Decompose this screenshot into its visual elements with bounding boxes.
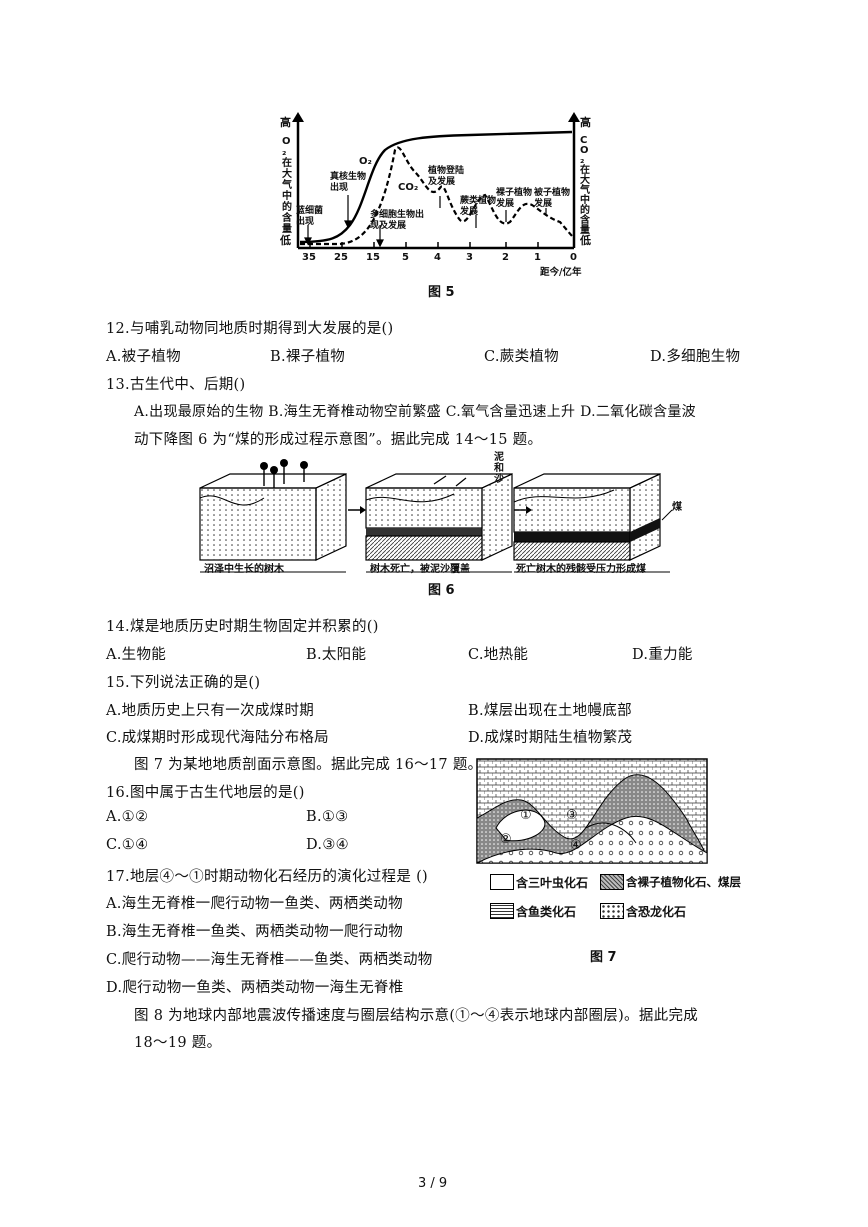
right-axis-label: CO₂在大气中的含量 xyxy=(580,135,590,236)
x-tick: 5 xyxy=(402,252,409,263)
q16-stem: 16.图中属于古生代地层的是() xyxy=(106,785,305,801)
figure-7-caption: 图 7 xyxy=(590,950,617,965)
q17-option-b: B.海生无脊椎一鱼类、两栖类动物一爬行动物 xyxy=(106,924,404,940)
legend-label-gymnosperm: 含裸子植物化石、煤层 xyxy=(626,875,741,889)
fig6-label-3: 死亡树木的残骸受压力形成煤 xyxy=(516,564,646,575)
q13-stem: 13.古生代中、后期() xyxy=(106,377,246,393)
right-axis-bottom: 低 xyxy=(580,234,591,247)
q17-option-a: A.海生无脊椎一爬行动物一鱼类、两栖类动物 xyxy=(106,896,403,912)
event-label: 多细胞生物出现及发展 xyxy=(370,210,425,231)
q13-line1: A.出现最原始的生物 B.海生无脊椎动物空前繁盛 C.氧气含量迅速上升 D.二氧… xyxy=(134,404,696,420)
figure-6-caption: 图 6 xyxy=(428,583,455,598)
fig7-marker-3: ③ xyxy=(566,808,578,823)
event-label: 裸子植物发展 xyxy=(496,188,533,209)
arrow-1 xyxy=(348,506,366,514)
fig7-intro: 图 7 为某地地质剖面示意图。据此完成 16～17 题。 xyxy=(134,757,483,773)
block-1 xyxy=(199,459,347,561)
fig6-side-top: 泥和沙 xyxy=(494,452,504,485)
q16-option-b: B.①③ xyxy=(306,809,349,825)
x-unit: 距今/亿年 xyxy=(540,267,582,278)
block-2 xyxy=(365,473,513,561)
right-axis-top: 高 xyxy=(580,116,591,129)
legend-swatch-gymnosperm xyxy=(600,874,624,890)
q16-option-a: A.①② xyxy=(106,809,149,825)
x-tick: 3 xyxy=(466,252,473,263)
legend-swatch-fish xyxy=(490,903,514,919)
left-axis-label: O₂在大气中的含量 xyxy=(282,136,292,235)
q12-option-a: A.被子植物 xyxy=(106,349,181,365)
q12-option-b: B.裸子植物 xyxy=(270,349,346,365)
x-tick: 25 xyxy=(334,252,348,263)
q15-stem: 15.下列说法正确的是() xyxy=(106,675,261,691)
fig6-side-right: 煤 xyxy=(672,502,682,513)
figure-7-diagram xyxy=(476,758,708,864)
co2-curve xyxy=(300,146,573,246)
fig6-label-2: 树木死亡，被泥沙覆盖 xyxy=(370,564,470,575)
fig7-marker-2: ② xyxy=(500,832,512,847)
page-number: 3 / 9 xyxy=(418,1176,448,1191)
event-label: 蕨类植物发展 xyxy=(460,196,497,217)
q12-stem: 12.与哺乳动物同地质时期得到大发展的是() xyxy=(106,321,394,337)
o2-curve xyxy=(299,130,573,244)
q14-option-a: A.生物能 xyxy=(106,647,167,663)
q14-option-b: B.太阳能 xyxy=(306,647,367,663)
q16-option-d: D.③④ xyxy=(306,837,349,853)
q16-option-c: C.①④ xyxy=(106,837,149,853)
fig8-intro-line2: 18～19 题。 xyxy=(134,1035,222,1051)
legend-label-dinosaur: 含恐龙化石 xyxy=(626,905,687,919)
figure-5-caption: 图 5 xyxy=(428,285,455,300)
q17-option-d: D.爬行动物一鱼类、两栖类动物一海生无脊椎 xyxy=(106,980,404,996)
q12-option-c: C.蕨类植物 xyxy=(484,349,559,365)
o2-label: O₂ xyxy=(359,156,372,167)
x-tick: 35 xyxy=(302,252,316,263)
x-tick: 2 xyxy=(502,252,509,263)
q17-option-c: C.爬行动物——海生无脊椎——鱼类、两栖类动物 xyxy=(106,952,433,968)
figure-5-chart xyxy=(292,112,580,250)
fig8-intro-line1: 图 8 为地球内部地震波传播速度与圈层结构示意(①～④表示地球内部圈层)。据此完… xyxy=(134,1008,699,1024)
left-axis-top: 高 xyxy=(280,116,291,129)
left-axis-bottom: 低 xyxy=(280,234,291,247)
q12-option-d: D.多细胞生物 xyxy=(650,349,741,365)
x-tick: 4 xyxy=(434,252,441,263)
legend-swatch-dinosaur xyxy=(600,903,624,919)
q17-stem: 17.地层④～①时期动物化石经历的演化过程是 () xyxy=(106,869,428,885)
figure-7: ① ② ③ ④ xyxy=(476,758,716,870)
event-label: 真核生物出现 xyxy=(330,172,367,193)
x-tick: 1 xyxy=(534,252,541,263)
legend-label-fish: 含鱼类化石 xyxy=(516,905,577,919)
q15-option-b: B.煤层出现在土地幔底部 xyxy=(468,703,632,719)
event-label: 蓝细菌出现 xyxy=(296,206,324,227)
x-tick: 15 xyxy=(366,252,380,263)
q15-option-c: C.成煤期时形成现代海陆分布格局 xyxy=(106,730,329,746)
figure-6-diagram xyxy=(199,459,673,573)
figure-6: 沼泽中生长的树木 树木死亡，被泥沙覆盖 死亡树木的残骸受压力形成煤 泥和沙 煤 xyxy=(194,452,684,578)
fig7-marker-4: ④ xyxy=(570,838,582,853)
block-3 xyxy=(513,473,673,561)
x-tick: 0 xyxy=(570,252,577,263)
legend-swatch-trilobite xyxy=(490,874,514,890)
q14-stem: 14.煤是地质历史时期生物固定并积累的() xyxy=(106,619,379,635)
q15-option-d: D.成煤时期陆生植物繁茂 xyxy=(468,730,633,746)
event-label: 植物登陆及发展 xyxy=(428,166,465,187)
fig7-marker-1: ① xyxy=(520,808,532,823)
fig6-label-1: 沼泽中生长的树木 xyxy=(204,564,284,575)
event-label: 被子植物发展 xyxy=(534,188,571,209)
co2-label: CO₂ xyxy=(398,182,419,193)
q14-option-d: D.重力能 xyxy=(632,647,693,663)
figure-5: 高 O₂在大气中的含量 低 高 CO₂在大气中的含量 低 35 25 15 5 … xyxy=(270,110,600,300)
q15-option-a: A.地质历史上只有一次成煤时期 xyxy=(106,703,315,719)
q14-option-c: C.地热能 xyxy=(468,647,529,663)
q13-line2: 动下降图 6 为“煤的形成过程示意图”。据此完成 14～15 题。 xyxy=(134,432,543,448)
legend-label-trilobite: 含三叶虫化石 xyxy=(516,876,589,890)
